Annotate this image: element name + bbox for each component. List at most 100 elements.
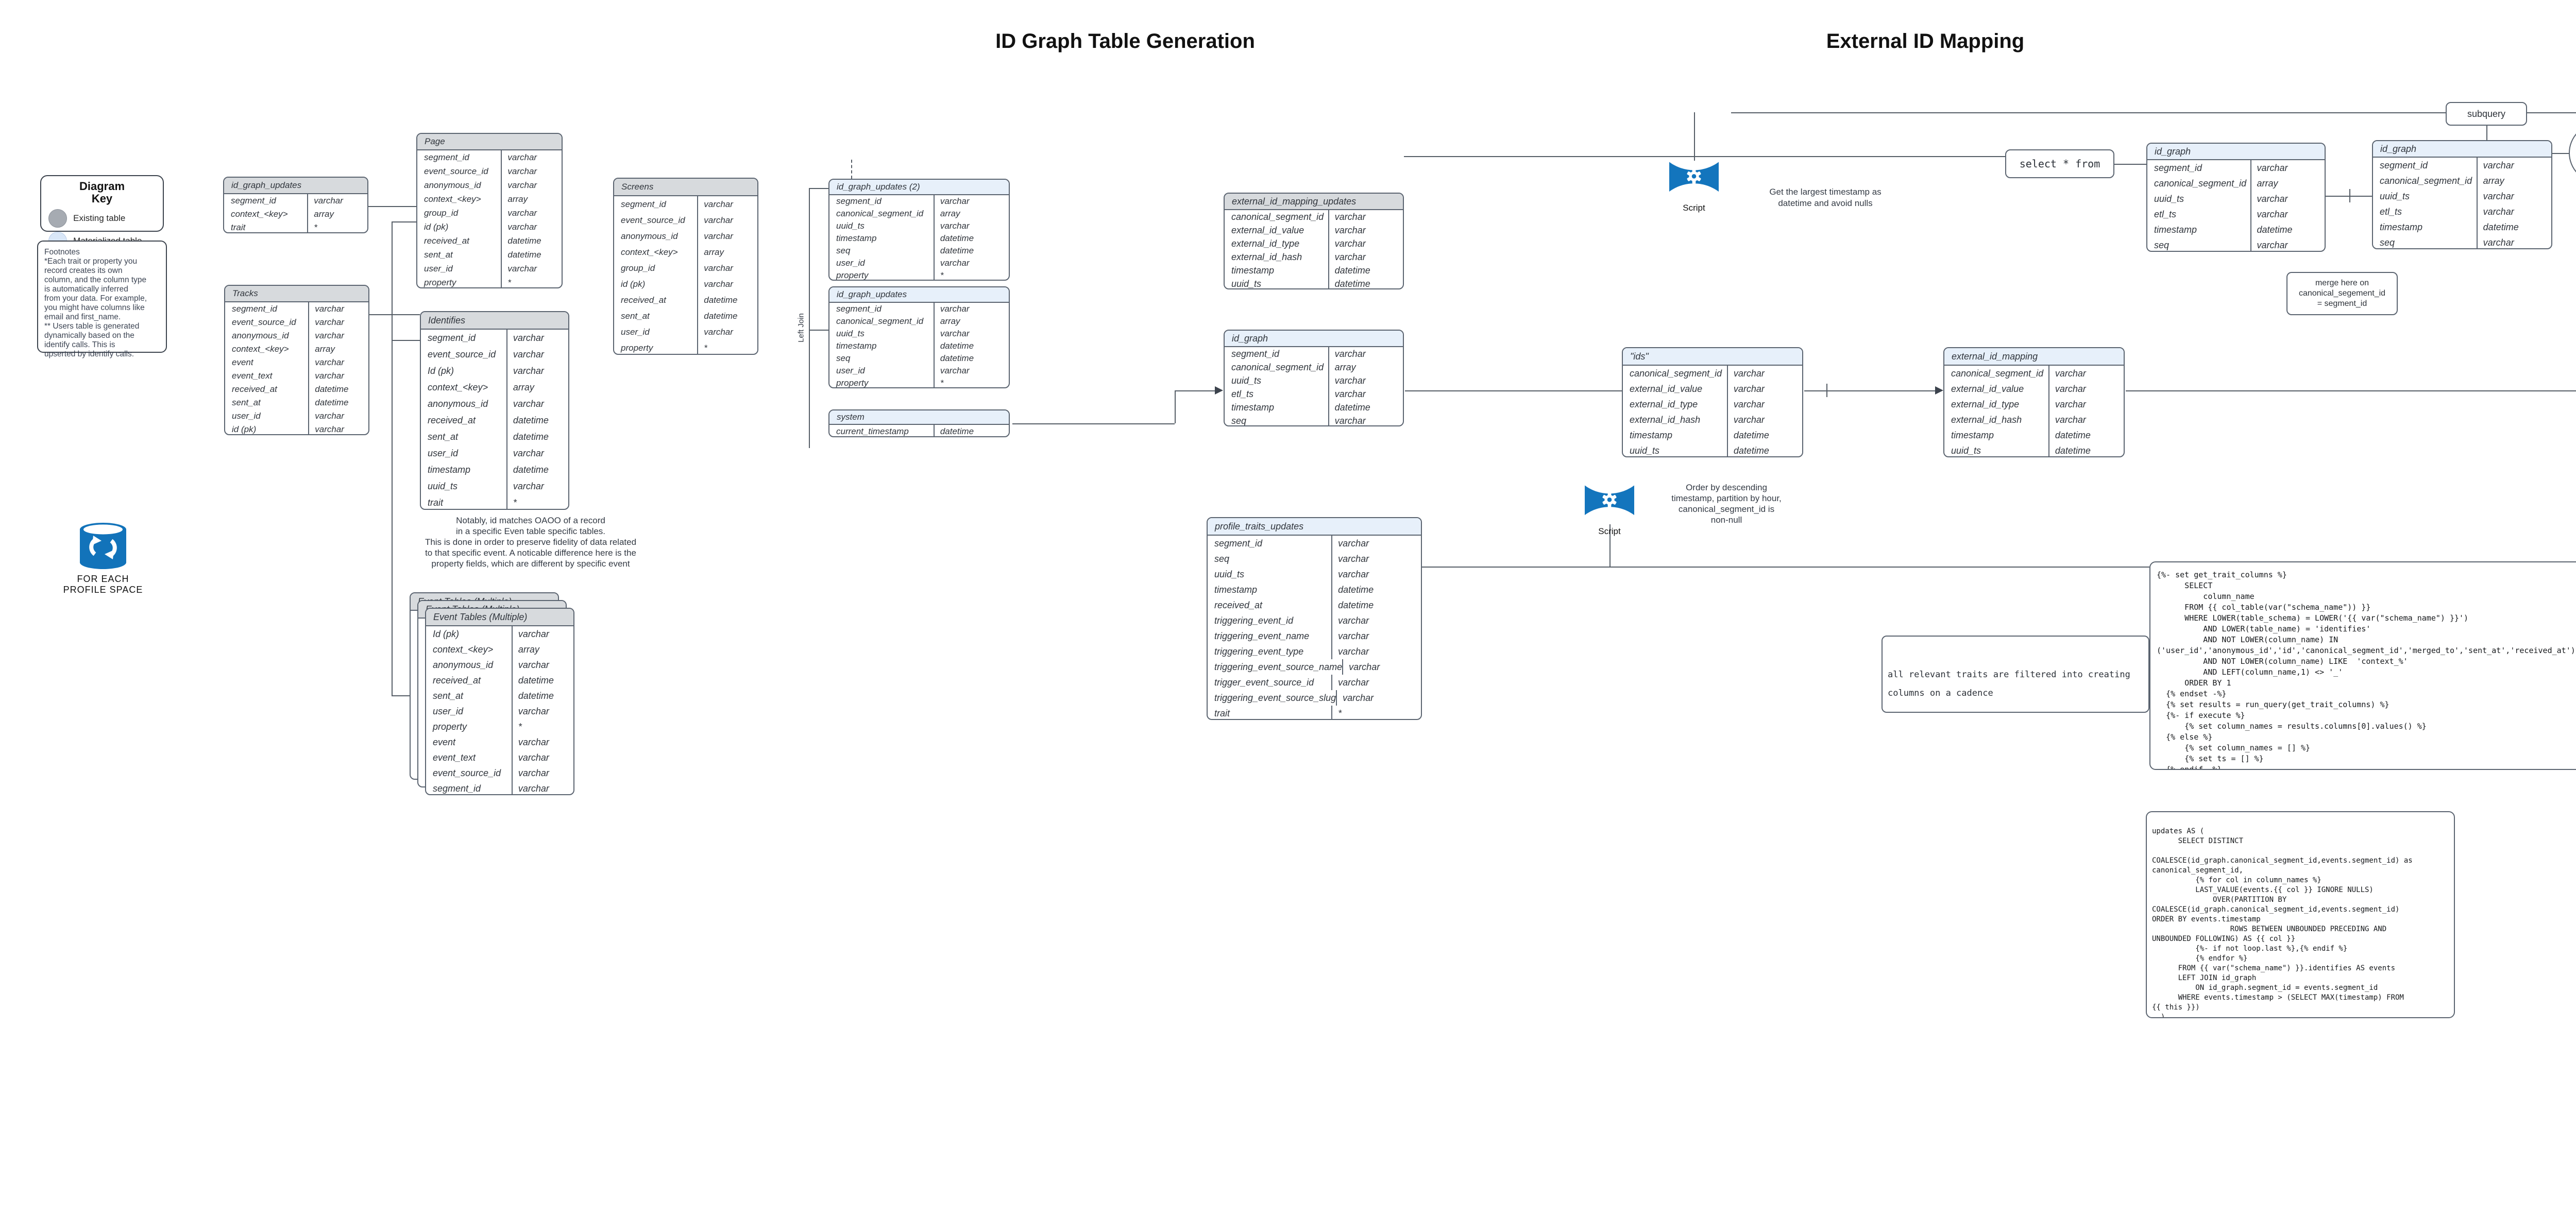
field-type: varchar	[940, 258, 970, 268]
left-join-vertical-label: Left Join	[796, 297, 806, 359]
connector-line	[367, 314, 420, 315]
table-title: Tracks	[232, 288, 258, 298]
select-from-box[interactable]: select * from	[2005, 149, 2114, 178]
field-name: context_<key>	[433, 644, 494, 655]
table-ids-header: "ids"	[1623, 348, 1802, 366]
connector-line	[392, 221, 393, 695]
table-system-header: system	[829, 410, 1009, 425]
script-1-icon[interactable]	[1669, 161, 1719, 203]
field-type: *	[518, 721, 522, 732]
field-type: varchar	[513, 448, 544, 458]
field-type: datetime	[1338, 599, 1374, 610]
traits-cadence-note[interactable]: all relevant traits are filtered into cr…	[1882, 636, 2149, 713]
field-name: received_at	[424, 235, 469, 246]
field-name: triggering_event_source_name	[1214, 661, 1343, 672]
field-name: etl_ts	[2154, 209, 2177, 219]
field-name: etl_ts	[2380, 206, 2402, 217]
table-idg_a-header: id_graph	[2147, 144, 2325, 160]
merge-note[interactable]: merge here on canonical_segement_id = se…	[2286, 272, 2398, 315]
field-name: Id (pk)	[428, 365, 454, 376]
connector-line	[1731, 112, 2446, 113]
field-type: varchar	[940, 221, 970, 231]
table-title: Identifies	[428, 315, 466, 325]
field-type: varchar	[1338, 569, 1369, 579]
field-type: datetime	[518, 675, 554, 685]
table-title: external_id_mapping	[1952, 351, 2038, 362]
field-type: varchar	[507, 208, 537, 218]
field-type: datetime	[315, 384, 349, 394]
field-name: timestamp	[1231, 265, 1275, 276]
field-type: datetime	[513, 415, 549, 425]
field-name: segment_id	[231, 196, 276, 206]
field-name: anonymous_id	[232, 331, 289, 341]
field-type: varchar	[1338, 630, 1369, 641]
field-type: datetime	[704, 311, 738, 321]
table-row: context_<key>array	[225, 342, 368, 356]
connector-line	[1422, 567, 2149, 568]
union-node[interactable]: Union	[2569, 123, 2576, 183]
field-name: seq	[2380, 237, 2395, 248]
table-identifies-header: Identifies	[421, 312, 568, 330]
table-title: profile_traits_updates	[1215, 521, 1304, 532]
field-type: varchar	[1334, 348, 1366, 359]
field-type: *	[704, 342, 707, 353]
field-type: datetime	[507, 249, 541, 260]
field-name: uuid_ts	[2154, 193, 2184, 204]
field-name: anonymous_id	[424, 180, 481, 190]
connector-line	[1012, 423, 1175, 424]
field-type: varchar	[507, 180, 537, 190]
crossing-tick-icon	[2349, 189, 2350, 202]
connector-line	[368, 206, 416, 207]
get-trait-columns-sql[interactable]: {%- set get_trait_columns %} SELECT colu…	[2149, 561, 2576, 770]
field-type: varchar	[518, 767, 549, 778]
field-name: property	[836, 270, 869, 281]
sync-database-icon	[80, 523, 126, 569]
table-title: system	[837, 412, 865, 422]
field-name: group_id	[621, 263, 655, 273]
script-2-icon[interactable]	[1585, 484, 1634, 527]
field-name: event_source_id	[433, 767, 501, 778]
profile-space-db-icon[interactable]	[79, 522, 127, 574]
field-name: event	[232, 357, 253, 368]
subquery-box[interactable]: subquery	[2446, 102, 2527, 126]
field-name: uuid_ts	[836, 329, 865, 339]
footnotes-box[interactable]: Footnotes *Each trait or property you re…	[37, 241, 167, 358]
field-name: context_<key>	[424, 194, 481, 204]
field-name: user_id	[621, 327, 650, 337]
updates-cte-sql[interactable]: updates AS ( SELECT DISTINCT COALESCE(id…	[2146, 811, 2455, 1018]
field-name: user_id	[836, 366, 865, 376]
field-type: varchar	[513, 365, 544, 376]
